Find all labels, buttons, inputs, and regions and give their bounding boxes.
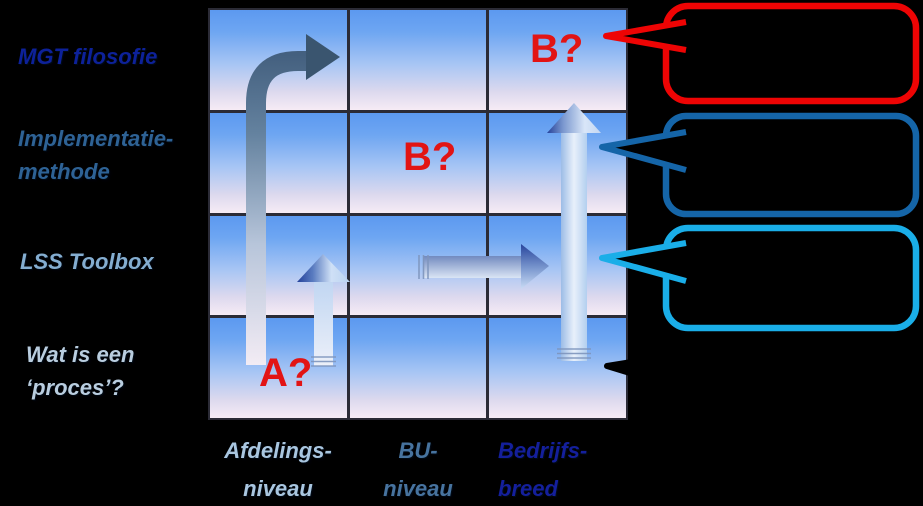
- grid-cell: [349, 10, 487, 110]
- light-blue-callout: [599, 224, 920, 332]
- row-label-mgt-filosofie: MGT filosofie: [18, 40, 157, 73]
- row-label-line: methode: [18, 159, 110, 184]
- row-label-wat-is-een-proces: Wat is een ‘proces’?: [26, 338, 134, 404]
- col-label-bedrijfs-breed: Bedrijfs-breed: [498, 432, 638, 506]
- dark-blue-callout: [599, 112, 920, 218]
- black-callout: [604, 337, 920, 445]
- col-label-line: BU-: [398, 438, 438, 463]
- grid-cell: [349, 318, 487, 418]
- row-label-line: Wat is een: [26, 342, 135, 367]
- col-label-line: niveau: [243, 476, 313, 501]
- annotation-b-top-right: B?: [530, 27, 584, 71]
- red-callout-bubble: [662, 2, 920, 105]
- row-label-line: MGT filosofie: [18, 44, 158, 69]
- dark-blue-callout-bubble: [662, 112, 920, 218]
- col-label-afdelings-niveau: Afdelings-niveau: [208, 432, 348, 506]
- row-label-line: ‘proces’?: [26, 375, 124, 400]
- grid-cell: [489, 112, 626, 213]
- col-label-line: niveau: [383, 476, 453, 501]
- grid-cell: [489, 318, 626, 418]
- row-label-line: Implementatie-: [18, 126, 174, 151]
- row-label-implementatie-methode: Implementatie-methode: [18, 122, 173, 188]
- grid-cell: [210, 215, 347, 316]
- black-callout-bubble: [662, 337, 920, 445]
- grid-cell: [349, 112, 487, 213]
- col-label-line: Afdelings-: [224, 438, 332, 463]
- col-label-line: Bedrijfs-: [498, 438, 588, 463]
- light-blue-callout-bubble: [662, 224, 920, 332]
- annotation-a-bottom-left: A?: [259, 351, 313, 395]
- grid-cell: [489, 215, 626, 316]
- grid-cell: [210, 112, 347, 213]
- red-callout: [603, 2, 920, 105]
- row-label-line: LSS Toolbox: [20, 249, 154, 274]
- annotation-b-middle: B?: [403, 135, 457, 179]
- row-label-lss-toolbox: LSS Toolbox: [20, 245, 154, 278]
- grid-cell: [349, 215, 487, 316]
- grid-cell: [210, 10, 347, 110]
- col-label-bu-niveau: BU-niveau: [348, 432, 488, 506]
- col-label-line: breed: [498, 476, 558, 501]
